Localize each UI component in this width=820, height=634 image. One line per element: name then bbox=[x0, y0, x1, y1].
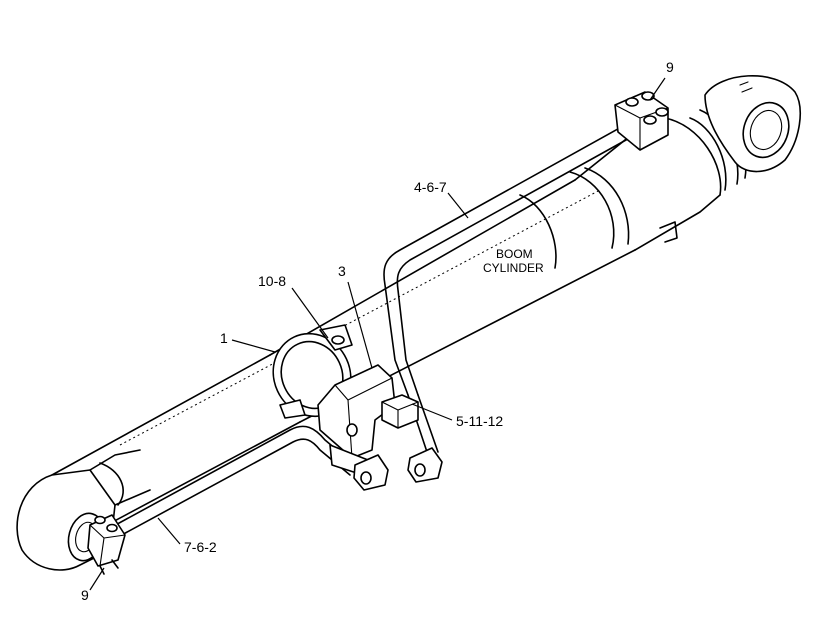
leader-4-6-7 bbox=[447, 192, 469, 219]
tube-end-fittings bbox=[353, 447, 443, 491]
leader-lines bbox=[89, 77, 666, 591]
callout-9-bottom: 9 bbox=[81, 587, 89, 603]
callout-1: 1 bbox=[220, 330, 228, 346]
leader-5-11-12 bbox=[411, 403, 453, 421]
callout-7-6-2: 7-6-2 bbox=[184, 539, 217, 555]
tube-clip bbox=[381, 394, 419, 429]
cylinder-label-line2: CYLINDER bbox=[483, 261, 544, 275]
cylinder-label-line1: BOOM bbox=[496, 247, 533, 261]
callout-9-top: 9 bbox=[666, 59, 674, 75]
head-end-eye bbox=[704, 74, 801, 173]
callout-3: 3 bbox=[338, 263, 346, 279]
leader-10-8 bbox=[291, 287, 329, 339]
lower-tube-assembly bbox=[109, 425, 356, 538]
leader-9-bottom bbox=[89, 567, 105, 591]
leader-9-top bbox=[649, 77, 666, 101]
upper-tube-assembly bbox=[383, 124, 636, 456]
leader-7-6-2 bbox=[157, 517, 181, 545]
leader-1 bbox=[231, 339, 276, 353]
rod-end-tube-block bbox=[87, 514, 126, 575]
leader-3 bbox=[347, 281, 373, 369]
mounting-bracket bbox=[317, 364, 396, 479]
callout-4-6-7: 4-6-7 bbox=[414, 179, 447, 195]
boom-cylinder-body bbox=[51, 103, 747, 551]
callout-5-11-12: 5-11-12 bbox=[456, 413, 503, 429]
rod-end-eye bbox=[16, 449, 151, 571]
callout-10-8: 10-8 bbox=[258, 273, 286, 289]
